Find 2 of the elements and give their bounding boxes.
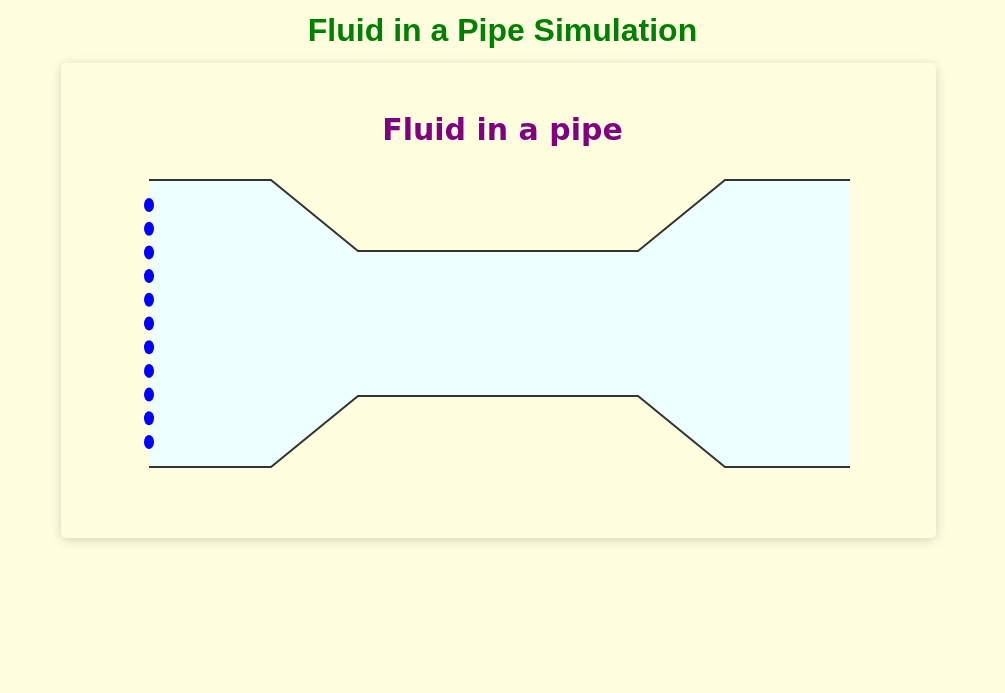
page-title: Fluid in a Pipe Simulation (306, 12, 699, 49)
drawing-heading: Fluid in a pipe (382, 112, 623, 147)
